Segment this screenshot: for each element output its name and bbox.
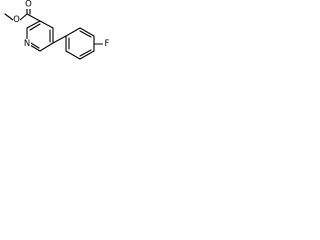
ester-oxygen-bond: [19, 13, 28, 21]
pyridine-bond-c2-c3: [26, 20, 41, 29]
aryl-link-bond: [52, 35, 67, 44]
methyl-bond: [4, 13, 14, 21]
ester-ether-oxygen-label: O: [13, 15, 20, 25]
ester-carbonyl-oxygen-bg: [25, 0, 32, 9]
ester-carbonyl-oxygen-label: O: [25, 0, 32, 10]
pyridine-bond-c6-n: [29, 44, 41, 52]
pyridine-bond-c5-c6: [39, 42, 54, 52]
phenyl-inner-bond-4: [79, 49, 92, 57]
phenyl-bond-2: [79, 27, 95, 37]
pyridine-nitrogen-bg: [23, 39, 31, 50]
chemical-structure: O O N F: [4, 0, 111, 60]
pyridine-inner-bond-c2-c3: [29, 23, 41, 31]
pyridine-inner-bond-c6-n: [30, 42, 40, 49]
phenyl-bond-1: [65, 27, 81, 37]
pyridine-nitrogen-label: N: [24, 39, 30, 49]
phenyl-bond-5: [65, 50, 81, 60]
fluorine-label: F: [105, 39, 110, 49]
ester-ether-oxygen-bg: [13, 15, 20, 25]
phenyl-inner-bond-2: [79, 30, 92, 38]
fluorine-bg: [103, 39, 111, 49]
pyridine-bond-c3-c4: [39, 20, 54, 29]
ester-carbon-ring-bond: [26, 13, 41, 22]
phenyl-bond-4: [79, 50, 95, 60]
